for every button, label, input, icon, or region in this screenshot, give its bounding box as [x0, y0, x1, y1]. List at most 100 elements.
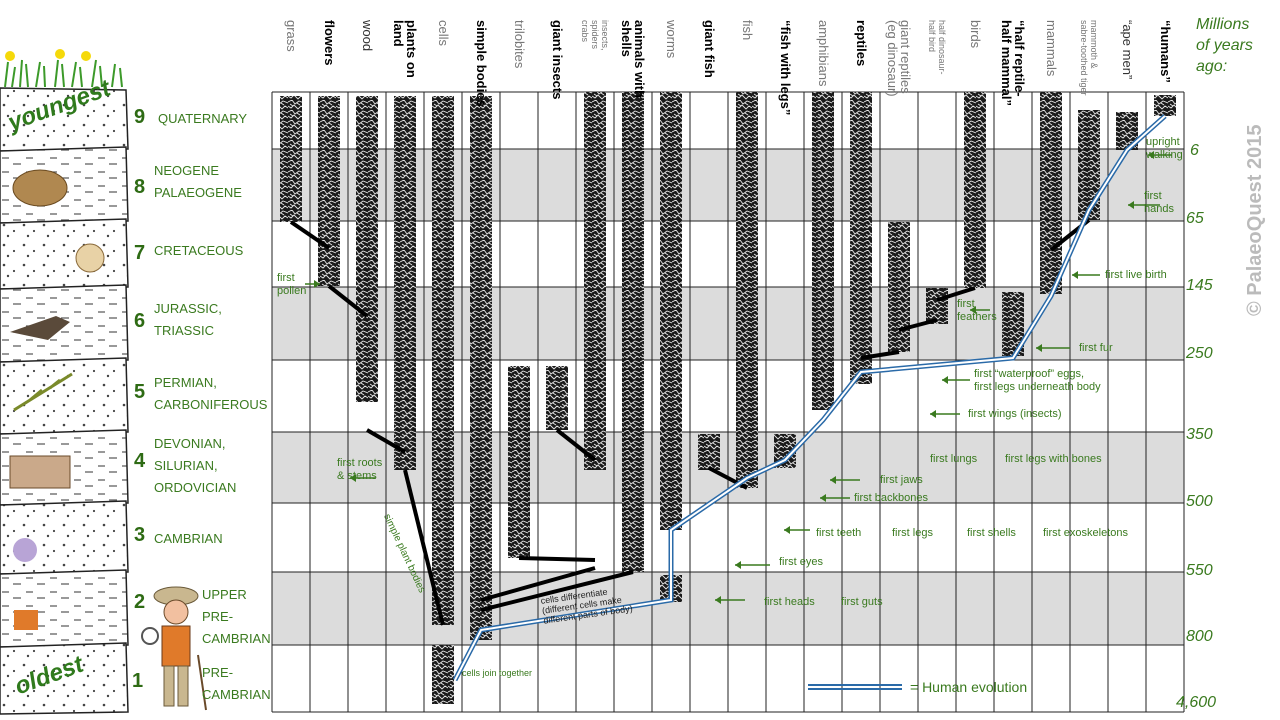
annotation-upright-walking: upright walking [1146, 136, 1183, 161]
fish-fossil-icon [9, 455, 71, 489]
annotation-arrowhead [930, 410, 936, 418]
age-label: 4,600 [1176, 694, 1217, 711]
age-label: 6 [1190, 142, 1199, 159]
annotation-arrowhead [1148, 151, 1154, 159]
period-dividers [272, 91, 1184, 713]
period-name-line: PALAEOGENE [154, 185, 242, 200]
period-name-line: NEOGENE [154, 163, 220, 178]
column-label: amphibians [815, 20, 831, 87]
annotation-first-fur: first fur [1079, 342, 1113, 354]
column-label: flowers [321, 20, 337, 66]
legend-line [808, 684, 902, 690]
period-name-line: CAMBRIAN [154, 531, 223, 546]
period-number: 1 [132, 670, 144, 692]
annotation-arrowhead [1128, 201, 1134, 209]
ancestry-link [860, 350, 900, 360]
age-label: 500 [1186, 493, 1213, 510]
period-name-line: CAMBRIAN [202, 631, 271, 646]
period-name-line: SILURIAN, [154, 458, 218, 473]
heading-line: Millions [1196, 16, 1250, 33]
ancestry-link [365, 428, 407, 454]
plant-fossil-icon [13, 372, 73, 412]
column-label: simple bodies [473, 20, 489, 107]
annotation-arrowhead [735, 561, 741, 569]
column-label: grass [283, 20, 299, 52]
annotation-first-heads: first heads [764, 596, 815, 608]
period-name: NEOGENE PALAEOGENE [154, 164, 242, 208]
lineage-bar [280, 96, 302, 222]
ammonite-icon [12, 169, 68, 207]
lineage-bar [1116, 112, 1138, 150]
column-label: half dinosaur- half bird [927, 20, 947, 75]
annotation-arrowhead [1036, 344, 1042, 352]
lineage-bar [660, 92, 682, 530]
coral-icon [14, 610, 38, 630]
annotation-first-lungs: first lungs [930, 453, 978, 465]
column-label: insects, spiders crabs [580, 20, 610, 51]
annotation-arrowhead [970, 306, 976, 314]
ancestry-link [518, 556, 596, 562]
ancestry-link [480, 566, 596, 602]
period-name: CRETACEOUS [154, 244, 243, 266]
ancestry-link [898, 318, 938, 332]
lineage-bar [1154, 95, 1176, 116]
age-label: 65 [1186, 210, 1204, 227]
lineage-bar [736, 92, 758, 488]
annotation-arrowhead [314, 280, 320, 288]
annotation-arrowhead [830, 476, 836, 484]
heading-line: ago: [1196, 58, 1228, 75]
lineage-bar [1078, 110, 1100, 220]
age-label: 350 [1186, 426, 1213, 443]
period-name-line: CARBONIFEROUS [154, 397, 268, 412]
column-label: wood [359, 20, 375, 52]
column-label: plants on land [391, 20, 419, 78]
column-label: cells [435, 20, 451, 47]
ancestry-links [289, 218, 1091, 626]
column-label: mammals [1043, 20, 1059, 77]
rock-stratum [0, 87, 129, 152]
period-name-line: TRIASSIC [154, 323, 214, 338]
annotation-cells-join: cells join together [462, 668, 533, 678]
ancestry-link [327, 284, 369, 318]
annotation-first-pollen: first pollen [277, 272, 307, 297]
fossil-illustrations [9, 169, 105, 630]
annotation-arrowhead [715, 596, 721, 604]
annotation-first-feathers: first feathers [957, 298, 997, 323]
column-label: “fish with legs” [777, 20, 793, 116]
period-name: JURASSIC,TRIASSIC [154, 302, 222, 346]
column-label: animals with shells [619, 20, 647, 99]
period-number: 7 [134, 242, 146, 264]
human-evolution-path [452, 114, 1167, 682]
column-label: giant insects [549, 20, 565, 100]
column-label: reptiles [853, 20, 869, 67]
annotation-first-wings: first wings (insects) [968, 408, 1062, 420]
rock-stratum [0, 357, 129, 435]
period-name: DEVONIAN,SILURIAN,ORDOVICIAN [154, 437, 236, 503]
lineage-bar [394, 96, 416, 470]
annotation-arrows [305, 151, 1172, 604]
lineage-bar [812, 92, 834, 410]
period-name-line: CRETACEOUS [154, 243, 244, 258]
annotation-first-legs: first legs [892, 527, 933, 539]
period-name: CAMBRIAN [154, 532, 223, 554]
lineage-bar [432, 96, 454, 625]
legend-label: = Human evolution [910, 679, 1028, 695]
column-label: trilobites [511, 20, 527, 69]
lineage-bar [850, 92, 872, 384]
annotation-arrowhead [820, 494, 826, 502]
sea-urchin-icon [13, 538, 37, 562]
annotation-first-live-birth: first live birth [1105, 269, 1167, 281]
lineage-bar [964, 92, 986, 288]
rock-stratum [0, 218, 129, 290]
period-name-line: UPPER [202, 587, 247, 602]
period-name-line: PERMIAN, [154, 375, 217, 390]
ancestry-link [480, 570, 634, 612]
annotation-arrowhead [942, 376, 948, 384]
period-name: PERMIAN, CARBONIFEROUS [154, 376, 267, 420]
lineage-bar [508, 366, 530, 558]
age-label: 550 [1186, 562, 1213, 579]
lineage-bar [888, 222, 910, 352]
ancestry-link [555, 428, 597, 462]
